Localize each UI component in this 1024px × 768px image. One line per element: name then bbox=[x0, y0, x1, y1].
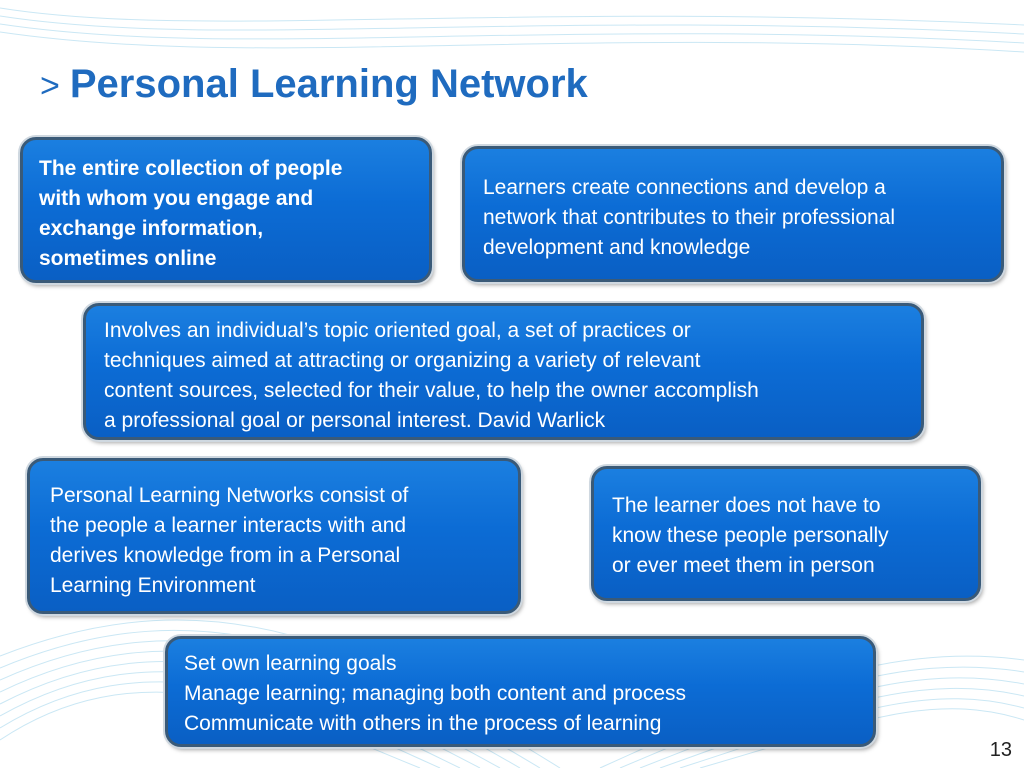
box-line: content sources, selected for their valu… bbox=[104, 379, 759, 402]
connections-box: Learners create connections and develop … bbox=[462, 146, 1004, 282]
box-line: development and knowledge bbox=[483, 236, 751, 259]
title-text: Personal Learning Network bbox=[69, 62, 588, 106]
box-line: Personal Learning Networks consist of bbox=[50, 484, 409, 507]
box-line: Set own learning goals bbox=[184, 652, 397, 675]
box-line: Involves an individual’s topic oriented … bbox=[104, 319, 691, 342]
box-line: the people a learner interacts with and bbox=[50, 514, 407, 537]
box-line: know these people personally bbox=[612, 524, 889, 547]
box-line: The entire collection of people bbox=[39, 157, 343, 180]
box-line: network that contributes to their profes… bbox=[483, 206, 896, 229]
goals-box: Set own learning goals Manage learning; … bbox=[165, 636, 876, 747]
box-line: derives knowledge from in a Personal bbox=[50, 544, 401, 567]
box-line: a professional goal or personal interest… bbox=[104, 409, 606, 432]
box-line: Learners create connections and develop … bbox=[483, 176, 886, 199]
box-line: exchange information, bbox=[39, 217, 264, 240]
box-line: techniques aimed at attracting or organi… bbox=[104, 349, 701, 372]
box-line: with whom you engage and bbox=[39, 187, 314, 210]
definition-box: The entire collection of people with who… bbox=[20, 137, 432, 283]
box-line: or ever meet them in person bbox=[612, 554, 875, 577]
box-line: Manage learning; managing both content a… bbox=[184, 682, 687, 705]
box-line: The learner does not have to bbox=[612, 494, 881, 517]
page-number: 13 bbox=[989, 739, 1012, 761]
box-line: sometimes online bbox=[39, 247, 217, 270]
box-line: Learning Environment bbox=[50, 574, 256, 597]
composition-box: Personal Learning Networks consist of th… bbox=[27, 458, 521, 614]
title-marker: > bbox=[40, 67, 60, 105]
box-line: Communicate with others in the process o… bbox=[184, 712, 662, 735]
relationship-box: The learner does not have to know these … bbox=[591, 466, 981, 601]
slide-title: >Personal Learning Network bbox=[40, 62, 588, 107]
quote-box: Involves an individual’s topic oriented … bbox=[83, 303, 924, 440]
